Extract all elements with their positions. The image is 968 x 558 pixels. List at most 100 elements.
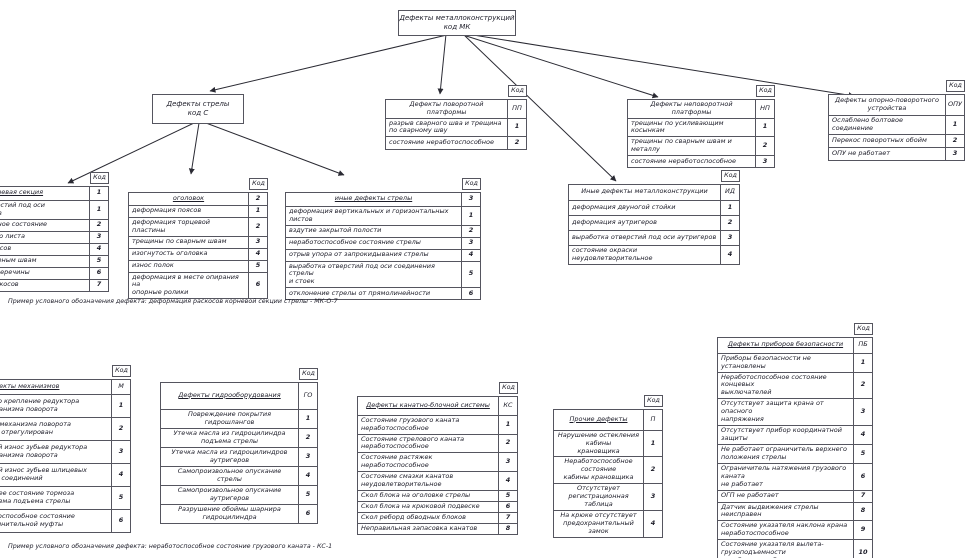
- defect-name: выработка отверстий под оси соединения с…: [289, 261, 435, 286]
- table-code: НП: [755, 99, 774, 118]
- defect-name: Скол блока на крюковой подвеске: [361, 502, 480, 511]
- defect-code: 4: [643, 510, 662, 537]
- defect-code: 3: [643, 484, 662, 510]
- defect-name: выработка отверстий под оси аутригеров: [572, 232, 717, 241]
- defect-code: 3: [755, 156, 774, 168]
- table-row: Утечка масла из гидроцилиндров аутригеро…: [161, 446, 317, 466]
- table-code: 1: [89, 186, 108, 200]
- defect-code: 7: [89, 279, 108, 291]
- table-row: Неработоспособное состояние концевых вык…: [718, 371, 872, 399]
- table-title: корневая секция: [0, 188, 44, 197]
- code-column-header: Код: [249, 178, 268, 190]
- defect-code: 1: [853, 353, 872, 372]
- defect-name: Состояние указателя вылета-грузоподъемно…: [721, 540, 824, 558]
- table-row: Состояние указателя вылета-грузоподъемно…: [718, 539, 872, 558]
- root-node-title: Дефекты металлоконструкций: [399, 13, 515, 22]
- table-row: Отсутствует защита крана от опасного нап…: [718, 398, 872, 426]
- table-title: оголовок: [172, 193, 205, 202]
- defect-name: Неработоспособное состояние концевых вык…: [721, 372, 827, 397]
- table-hydraulics: Код Дефекты гидрооборудования ГО Поврежд…: [160, 368, 318, 524]
- table-turn-platform: Код Дефекты поворотной платформы ПП разр…: [385, 85, 527, 151]
- code-column-header: Код: [90, 172, 109, 184]
- table-row: Неработоспособное состояние соединительн…: [0, 508, 130, 532]
- table-row: Повышенный износ зубьев шлицевых соедине…: [0, 462, 130, 486]
- defect-code: 1: [298, 409, 317, 428]
- defect-code: 2: [720, 215, 739, 230]
- defect-code: 1: [111, 394, 130, 417]
- defect-code: 2: [643, 457, 662, 484]
- defect-name: Состояние смазки канатов неудовлетворите…: [361, 472, 454, 489]
- defect-code: 2: [498, 434, 517, 453]
- defect-name: износ полок: [132, 261, 174, 270]
- defect-code: 6: [461, 288, 480, 300]
- defect-code: 5: [498, 491, 517, 502]
- defect-code: 2: [248, 217, 267, 236]
- defect-name: Ослаблено крепление редуктора механизма …: [0, 396, 80, 413]
- defect-name: деформация двуногой стойки: [572, 202, 676, 211]
- defect-name: Состояние указателя наклона крана нерабо…: [721, 521, 848, 538]
- defect-name: Утечка масла из гидроцилиндра подъема ст…: [173, 428, 286, 445]
- defect-name: ОГП не работает: [721, 491, 779, 500]
- defect-name: трещины по сварным швам: [132, 237, 227, 246]
- defect-code: 4: [89, 243, 108, 255]
- defect-name: Нерабочее состояние тормоза механизма по…: [0, 488, 75, 505]
- defect-name: состояние окраски неудовлетворительное: [572, 245, 653, 262]
- root-node-code: код МК: [443, 23, 471, 31]
- defect-name: Не работает ограничитель верхнего положе…: [721, 444, 847, 461]
- defect-name: Скол блока на оголовке стрелы: [361, 491, 471, 500]
- defect-code: 6: [111, 509, 130, 532]
- defect-name: Состояние стрелового каната неработоспос…: [361, 434, 465, 451]
- table-rows: Состояние грузового каната неработоспосо…: [358, 414, 517, 535]
- table-slewing-unit: Код Дефекты опорно-поворотного устройств…: [828, 80, 965, 161]
- table-row: деформация в месте опирания на опорные р…: [129, 271, 267, 299]
- code-column-header: Код: [112, 365, 131, 377]
- defect-name: трещины по усиливающим косынкам: [631, 118, 724, 135]
- defect-name: Утечка масла из гидроцилиндров аутригеро…: [171, 447, 288, 464]
- table-code: ПП: [507, 99, 526, 118]
- defect-code: 3: [720, 230, 739, 245]
- defect-name: Повреждение покрытия гидрошлангов: [187, 409, 272, 426]
- defect-code: 2: [461, 225, 480, 237]
- example-note-boom: Пример условного обозначения дефекта: де…: [8, 298, 338, 305]
- table-code: М: [111, 379, 130, 394]
- defect-name: Повышенный износ зубьев шлицевых соедине…: [0, 465, 87, 482]
- defect-name: состояние неработоспособное: [389, 138, 495, 147]
- defect-code: 4: [298, 466, 317, 485]
- table-row: Состояние смазки канатов неудовлетворите…: [358, 471, 517, 491]
- table-code: ИД: [720, 184, 739, 200]
- table-row: выработка отверстий под оси опорных роли…: [0, 199, 108, 219]
- table-row: На крюке отсутствует предохранительный з…: [554, 509, 662, 537]
- defect-name: деформация аутригеров: [572, 217, 657, 226]
- defect-code: 2: [507, 137, 526, 150]
- defect-name: вздутие закрытой полости: [289, 226, 382, 235]
- code-column-header: Код: [644, 395, 663, 407]
- defect-name: Скол реборд обводных блоков: [361, 513, 466, 522]
- defect-code: 1: [248, 205, 267, 217]
- defect-name: Неработоспособное состояние соединительн…: [0, 511, 75, 528]
- defect-code: 4: [853, 426, 872, 444]
- defect-code: 4: [498, 472, 517, 491]
- defect-code: 9: [853, 521, 872, 540]
- table-root-section: Код корневая секция 1 выработка отверсти…: [0, 172, 109, 292]
- code-column-header: Код: [756, 85, 775, 97]
- defect-name: Приборы безопасности не установлены: [721, 353, 811, 370]
- defect-code: 8: [498, 524, 517, 535]
- defect-code: 1: [507, 118, 526, 137]
- defect-name: трещины по сварным швам: [0, 256, 37, 265]
- table-other-metal-defects: Код Иные дефекты металлоконструкции ИД д…: [568, 170, 740, 265]
